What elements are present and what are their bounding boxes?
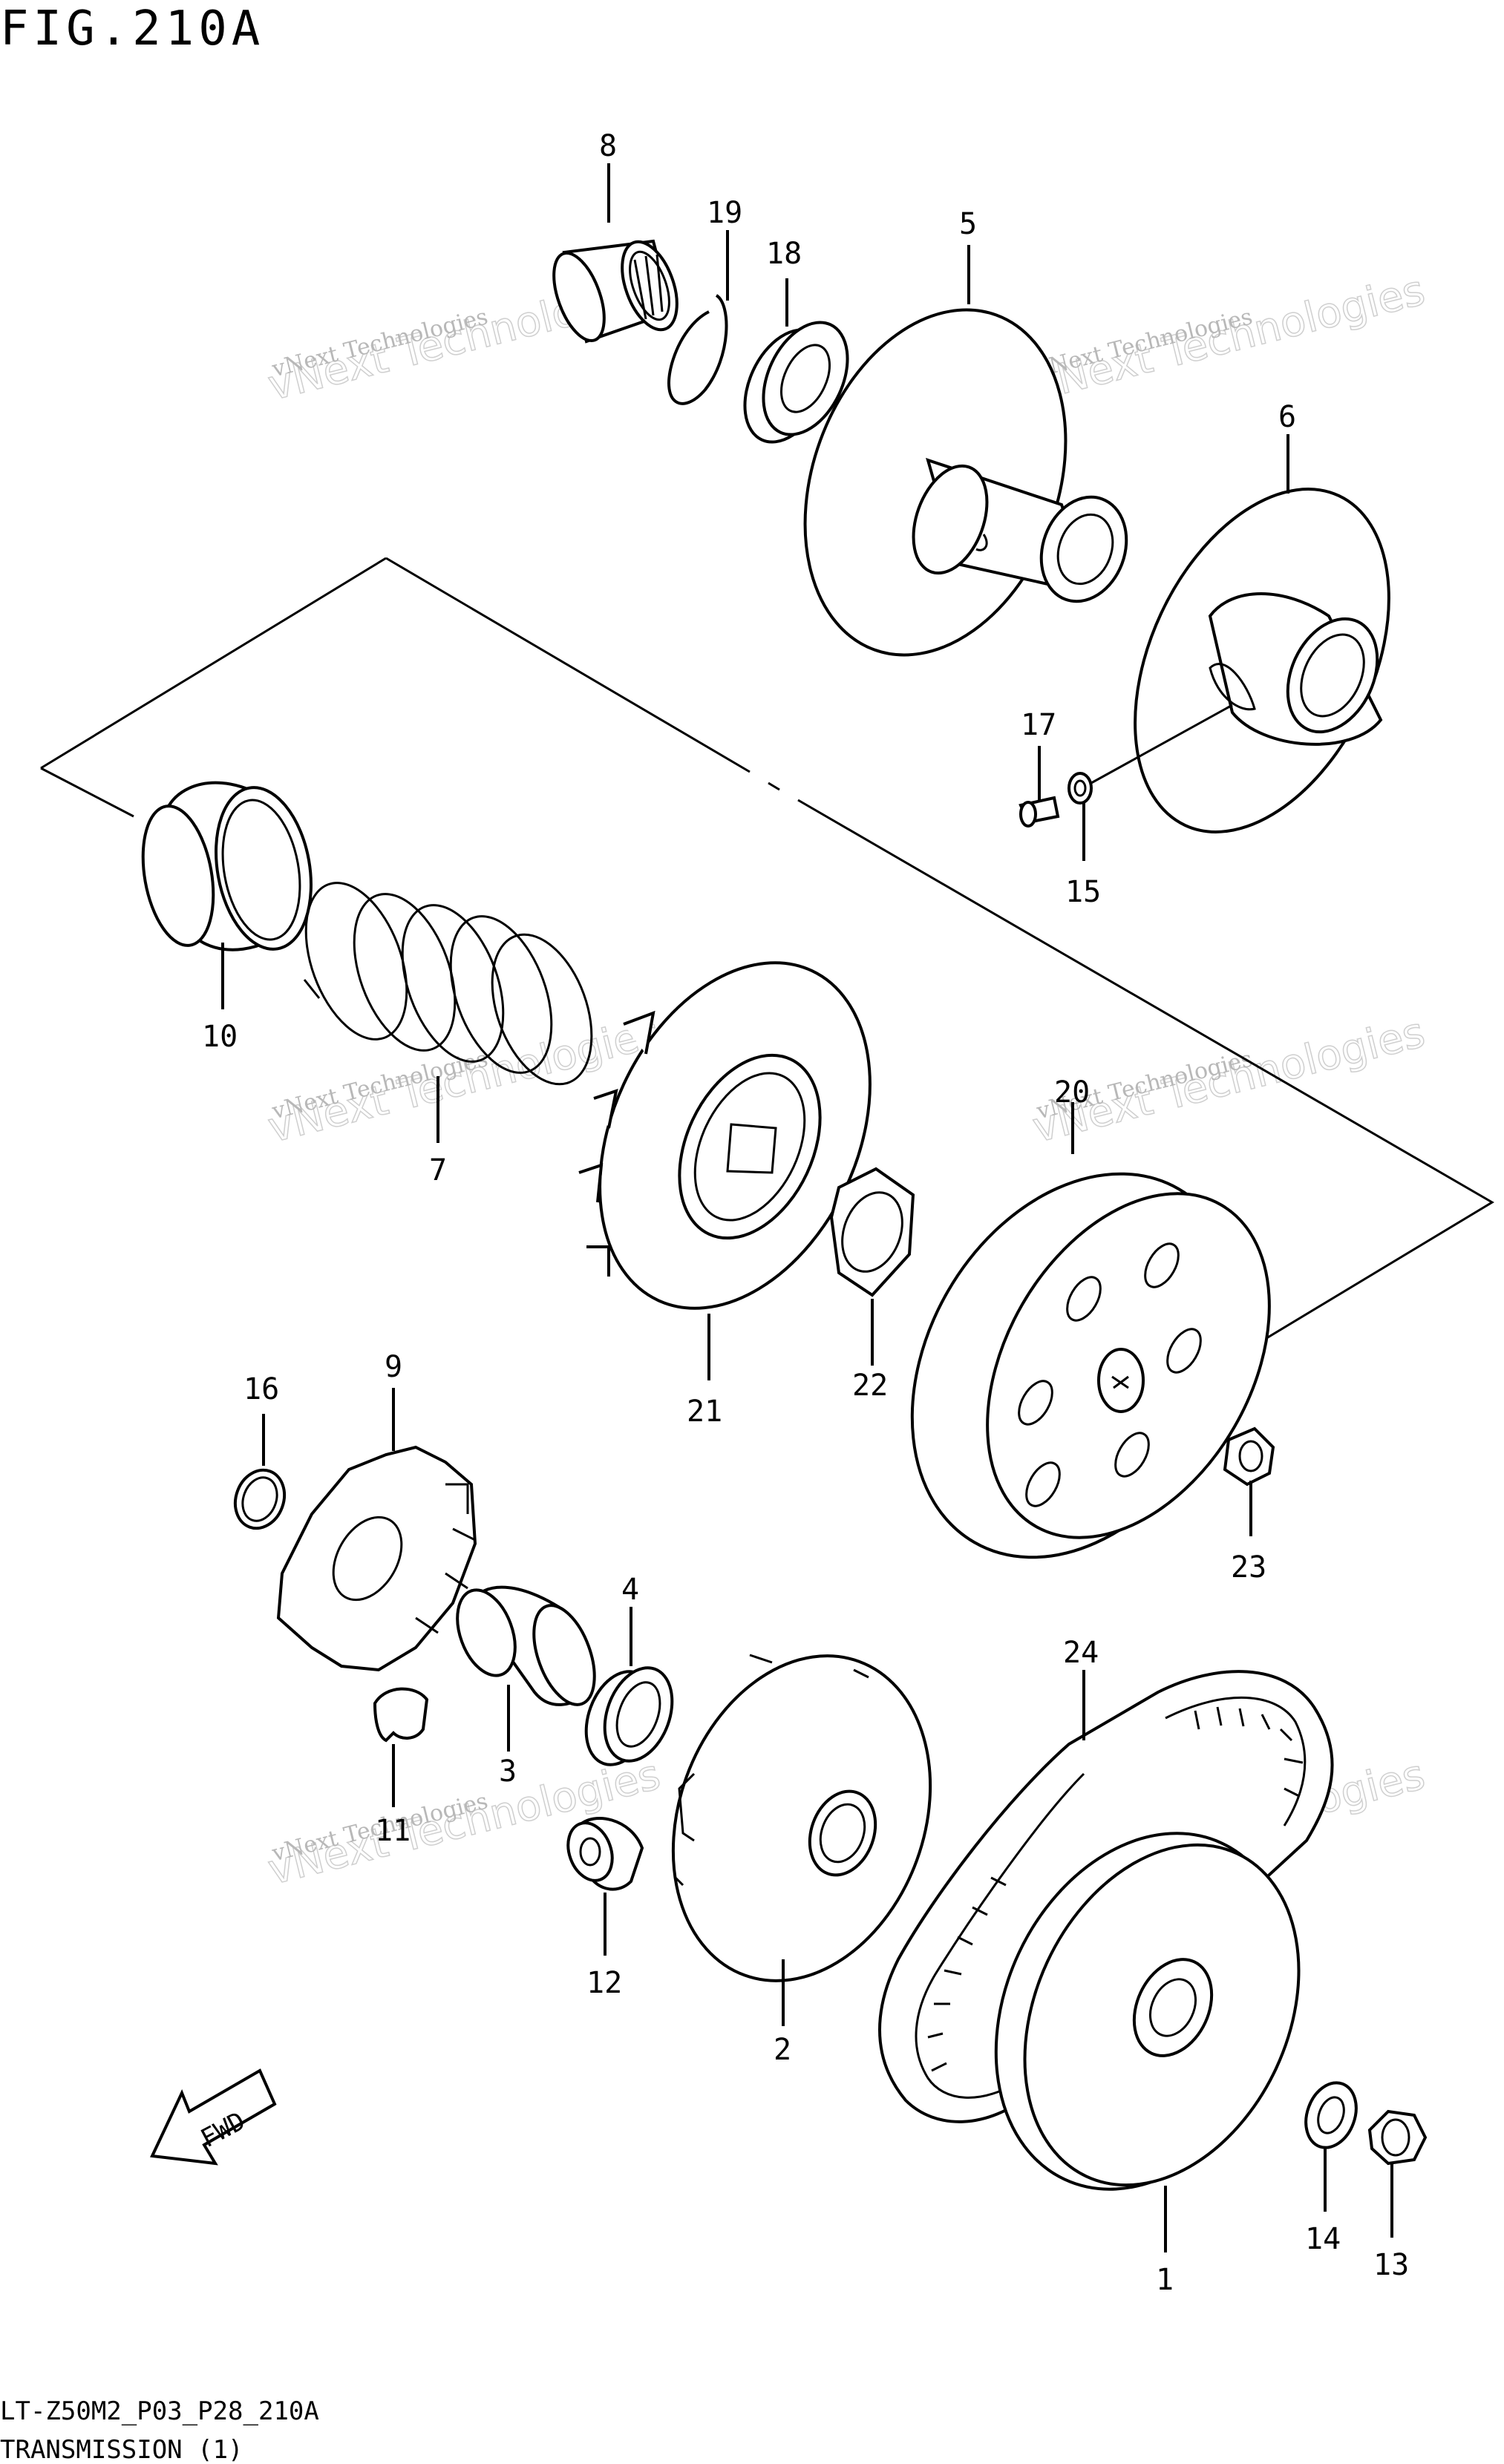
callout-6: 6 (1278, 400, 1296, 434)
circlip-19 (667, 294, 728, 405)
washer-16 (233, 1468, 287, 1530)
drive-face-5 (803, 308, 1128, 657)
leader-lines (221, 163, 1393, 2252)
callout-9: 9 (385, 1350, 402, 1384)
section-title: TRANSMISSION (1) (0, 2435, 243, 2464)
spring-7 (303, 882, 593, 1086)
nut-22 (829, 1167, 915, 1297)
movable-drive-face-6 (1134, 488, 1390, 833)
callout-13: 13 (1373, 2248, 1409, 2282)
callout-12: 12 (586, 1966, 622, 2000)
figure-title: FIG.210A (0, 1, 264, 56)
slide-piece-11 (373, 1687, 429, 1743)
collar-3 (456, 1585, 596, 1706)
watermark-3: vNext Technologies vNext Technologies (263, 1008, 665, 1153)
callout-21: 21 (687, 1395, 722, 1429)
fwd-arrow-icon: FWD (150, 2068, 277, 2166)
callout-labels: 8 19 18 5 6 17 15 10 7 20 21 22 16 9 23 … (202, 129, 1409, 2297)
callout-4: 4 (621, 1573, 639, 1607)
callout-20: 20 (1054, 1075, 1090, 1110)
callout-16: 16 (243, 1372, 279, 1406)
nut-23 (1223, 1426, 1275, 1487)
callout-2: 2 (774, 2033, 791, 2067)
callout-23: 23 (1231, 1550, 1266, 1585)
screw-17 (1019, 796, 1060, 828)
ring-gear-1 (994, 1832, 1301, 2191)
sleeve-10 (141, 781, 313, 951)
clutch-21 (578, 961, 872, 1310)
callout-11: 11 (375, 1814, 411, 1848)
washer-14 (1304, 2081, 1358, 2149)
callout-10: 10 (202, 1020, 238, 1054)
callout-19: 19 (707, 196, 742, 230)
callout-14: 14 (1305, 2222, 1341, 2256)
callout-17: 17 (1021, 708, 1056, 742)
nut-13 (1367, 2109, 1428, 2166)
clutch-housing-20 (910, 1172, 1271, 1559)
callout-15: 15 (1065, 875, 1101, 909)
needle-bearing-8 (552, 239, 679, 344)
callout-8: 8 (599, 129, 617, 163)
bushing-12 (566, 1817, 644, 1891)
washer-15 (1067, 772, 1093, 805)
bearing-ring-4 (584, 1666, 674, 1766)
callout-18: 18 (766, 237, 802, 271)
callout-3: 3 (499, 1754, 517, 1789)
callout-22: 22 (852, 1369, 888, 1403)
ball-bearing-18 (743, 321, 849, 444)
callout-5: 5 (959, 207, 977, 241)
callout-1: 1 (1156, 2263, 1174, 2297)
callout-7: 7 (429, 1153, 447, 1187)
callout-24: 24 (1063, 1636, 1099, 1670)
svg-text:vNext Technologies: vNext Technologies (264, 1009, 665, 1153)
guide-line-15-6 (1091, 704, 1233, 784)
assembly-frame (40, 557, 1494, 1400)
watermark-2: vNext Technologies vNext Technologies (1027, 266, 1430, 410)
driven-face-2 (671, 1654, 932, 1982)
svg-text:vNext Technologies: vNext Technologies (1028, 266, 1430, 410)
model-code: LT-Z50M2_P03_P28_210A (0, 2396, 319, 2426)
ramp-plate-9 (276, 1445, 477, 1672)
